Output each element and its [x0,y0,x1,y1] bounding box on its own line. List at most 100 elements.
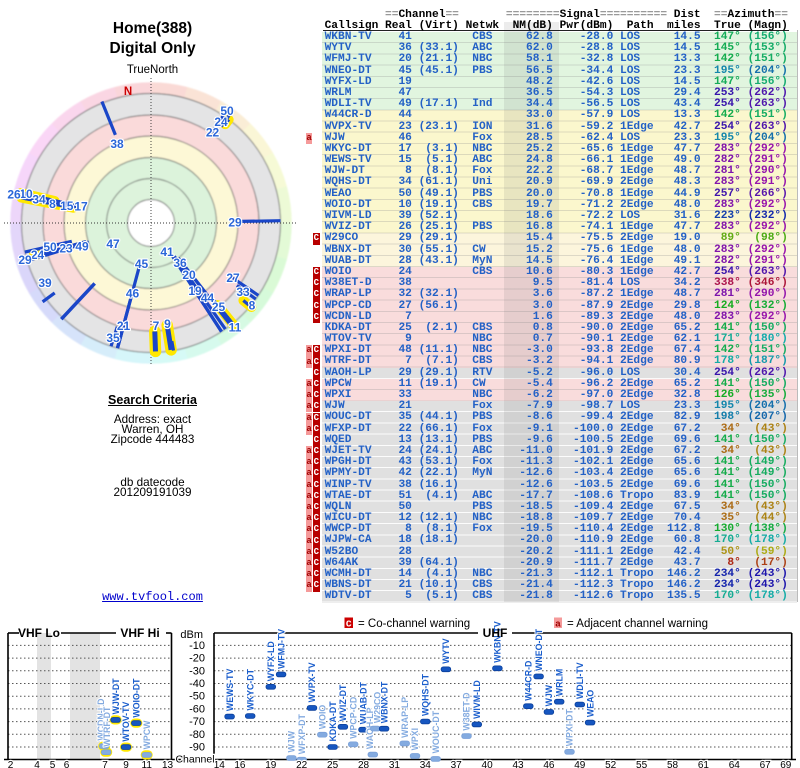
svg-text:WBNX-DT: WBNX-DT [379,681,389,723]
svg-text:26: 26 [7,188,21,202]
svg-text:WRAP-LP: WRAP-LP [400,697,410,738]
svg-text:WFMJ-TV: WFMJ-TV [276,629,286,669]
svg-text:20: 20 [182,268,196,282]
svg-text:22: 22 [296,760,308,768]
svg-text:-50: -50 [189,691,205,703]
svg-text:W44CR-D: W44CR-D [524,661,534,701]
svg-text:WCDN-LD: WCDN-LD [96,699,106,741]
svg-text:38: 38 [110,137,124,151]
svg-text:11: 11 [142,760,153,768]
svg-text:WJW-DT: WJW-DT [111,678,121,715]
svg-text:W38ET-D: W38ET-D [462,692,472,730]
svg-text:7: 7 [102,760,108,768]
svg-text:VHF Lo: VHF Lo [18,626,60,640]
svg-text:49: 49 [574,760,586,768]
svg-text:WPXI-DT: WPXI-DT [565,709,575,747]
svg-text:8: 8 [249,299,256,313]
svg-text:19: 19 [265,760,277,768]
svg-text:47: 47 [106,237,120,251]
svg-text:6: 6 [64,760,70,768]
svg-text:WDLI-TV: WDLI-TV [575,662,585,699]
svg-text:9: 9 [123,760,129,768]
svg-text:VHF Hi: VHF Hi [120,626,159,640]
svg-text:WPCP-CD: WPCP-CD [348,697,358,739]
svg-text:35: 35 [106,331,120,345]
svg-text:WEAO: WEAO [585,690,595,718]
svg-text:WIVM-LD: WIVM-LD [472,680,482,719]
svg-text:WJW: WJW [287,730,297,752]
svg-text:WKBN-TV: WKBN-TV [493,621,503,663]
svg-text:-60: -60 [189,703,205,715]
svg-text:C: C [346,618,352,629]
svg-text:50: 50 [220,104,234,118]
svg-text:WAOH-LP: WAOH-LP [365,707,375,749]
svg-text:45: 45 [135,257,149,271]
svg-text:WRLM: WRLM [554,669,564,696]
svg-text:17: 17 [74,200,88,214]
svg-text:-70: -70 [189,716,205,728]
svg-text:4: 4 [34,760,40,768]
svg-text:44: 44 [201,291,215,305]
svg-text:39: 39 [38,276,52,290]
svg-text:67: 67 [760,760,772,768]
svg-text:52: 52 [605,760,617,768]
svg-text:WPXI: WPXI [410,728,420,750]
svg-text:22: 22 [206,126,220,140]
svg-text:37: 37 [451,760,463,768]
svg-text:40: 40 [482,760,494,768]
svg-text:55: 55 [636,760,648,768]
svg-text:WYFX-LD: WYFX-LD [266,641,276,681]
svg-text:-80: -80 [189,729,205,741]
svg-text:WTOV-TV: WTOV-TV [121,702,131,742]
svg-text:13: 13 [162,760,174,768]
svg-text:= Adjacent channel warning: = Adjacent channel warning [567,618,708,630]
svg-text:28: 28 [358,760,370,768]
svg-text:WYTV: WYTV [441,638,451,664]
svg-text:UHF: UHF [483,626,508,640]
svg-text:WUAB-DT: WUAB-DT [359,682,369,725]
svg-text:W29CO: W29CO [373,692,383,723]
svg-text:-30: -30 [189,665,205,677]
svg-text:14: 14 [214,760,226,768]
svg-text:KDKA-DT: KDKA-DT [328,701,338,742]
svg-text:31: 31 [389,760,401,768]
svg-text:16: 16 [234,760,246,768]
svg-text:64: 64 [729,760,741,768]
svg-text:8: 8 [49,197,56,211]
svg-text:34: 34 [420,760,432,768]
svg-text:Channel: Channel [175,754,214,766]
svg-text:21: 21 [117,319,131,333]
svg-text:WVIZ-DT: WVIZ-DT [338,684,348,721]
svg-text:WVPX-TV: WVPX-TV [307,662,317,702]
svg-text:41: 41 [160,245,174,259]
svg-text:= Co-channel warning: = Co-channel warning [358,618,470,630]
svg-text:25: 25 [327,760,339,768]
svg-text:a: a [555,618,561,629]
svg-text:49: 49 [75,240,89,254]
svg-text:24: 24 [31,248,45,262]
svg-text:15: 15 [60,199,74,213]
svg-text:10: 10 [19,187,33,201]
svg-text:29: 29 [18,253,32,267]
svg-text:dBm: dBm [180,629,203,641]
svg-text:WOUC-DT: WOUC-DT [431,710,441,753]
svg-text:WKYC-DT: WKYC-DT [245,668,255,710]
svg-text:WJW: WJW [544,684,554,706]
svg-text:-40: -40 [189,678,205,690]
svg-text:WPCW: WPCW [142,720,152,750]
svg-text:58: 58 [667,760,679,768]
svg-text:29: 29 [228,216,242,230]
svg-text:9: 9 [164,317,171,331]
svg-text:69: 69 [780,760,792,768]
svg-text:WOIO-DT: WOIO-DT [132,678,142,718]
svg-text:-90: -90 [189,742,205,754]
svg-text:46: 46 [126,287,140,301]
svg-text:24: 24 [214,115,228,129]
svg-text:-10: -10 [189,640,205,652]
svg-text:33: 33 [236,285,250,299]
svg-text:50: 50 [43,240,57,254]
svg-text:WTRF-DT: WTRF-DT [102,706,112,747]
svg-text:19: 19 [188,284,202,298]
svg-text:5: 5 [50,760,56,768]
svg-text:7: 7 [153,319,160,333]
